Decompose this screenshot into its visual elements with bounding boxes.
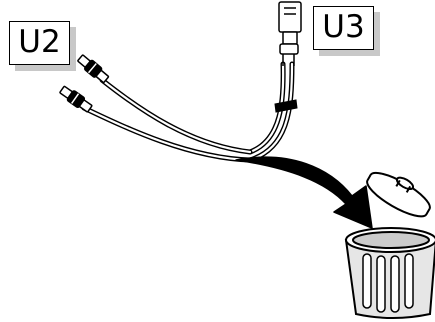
wire-harness-icon [81,61,298,163]
curved-arrow-icon [235,156,373,229]
u3-connector [278,1,302,66]
label-u3: U3 [313,6,374,50]
trash-can-icon [344,171,435,319]
connector-lower [59,85,93,113]
label-u2: U2 [9,21,70,65]
connector-upper [77,54,110,84]
